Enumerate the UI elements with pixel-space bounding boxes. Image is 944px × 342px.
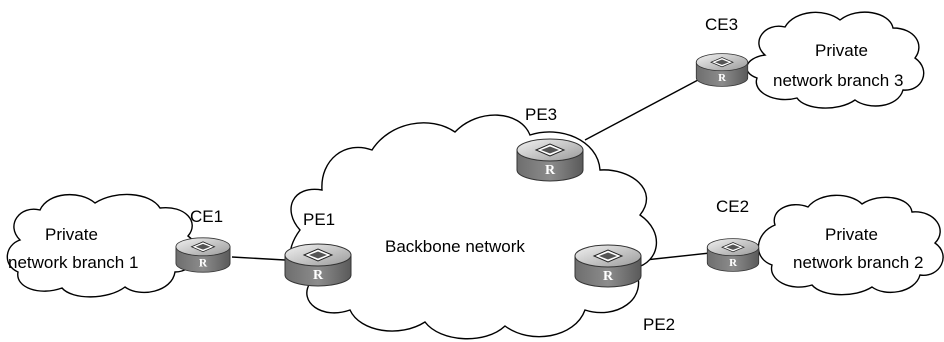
router-icon-letter: R <box>313 268 324 283</box>
branch3-label-line2: network branch 3 <box>773 71 903 90</box>
router-icon-letter: R <box>545 163 556 178</box>
branch2-label-line2: network branch 2 <box>793 253 923 272</box>
link-pe3-ce3 <box>584 79 699 141</box>
branch1-label-line1: Private <box>45 225 98 244</box>
router-icon-letter: R <box>729 257 737 269</box>
router-icon-pe3: R <box>516 138 584 182</box>
router-icon-letter: R <box>718 72 726 84</box>
label-ce2: CE2 <box>716 197 749 216</box>
router-icon-letter: R <box>603 269 614 284</box>
backbone-cloud <box>289 114 657 340</box>
label-ce1: CE1 <box>190 207 223 226</box>
router-icon-ce2: R <box>706 238 760 272</box>
branch2-cloud <box>757 194 944 296</box>
label-pe1: PE1 <box>303 210 335 229</box>
branch1-label-line2: network branch 1 <box>8 253 138 272</box>
link-pe2-ce2 <box>644 252 711 261</box>
link-ce1-pe1 <box>231 256 286 261</box>
branch3-cloud <box>746 11 925 109</box>
router-icon-pe2: R <box>574 244 642 288</box>
router-icon-ce3: R <box>695 53 749 87</box>
branch1-cloud <box>6 193 198 298</box>
router-icon-pe1: R <box>284 243 352 287</box>
label-pe2: PE2 <box>643 315 675 334</box>
router-icon-ce1: R <box>175 237 231 273</box>
label-pe3: PE3 <box>525 105 557 124</box>
branch3-label-line1: Private <box>815 41 868 60</box>
backbone-label: Backbone network <box>385 237 525 256</box>
label-ce3: CE3 <box>705 15 738 34</box>
branch2-label-line1: Private <box>825 225 878 244</box>
router-icon-letter: R <box>199 257 208 269</box>
